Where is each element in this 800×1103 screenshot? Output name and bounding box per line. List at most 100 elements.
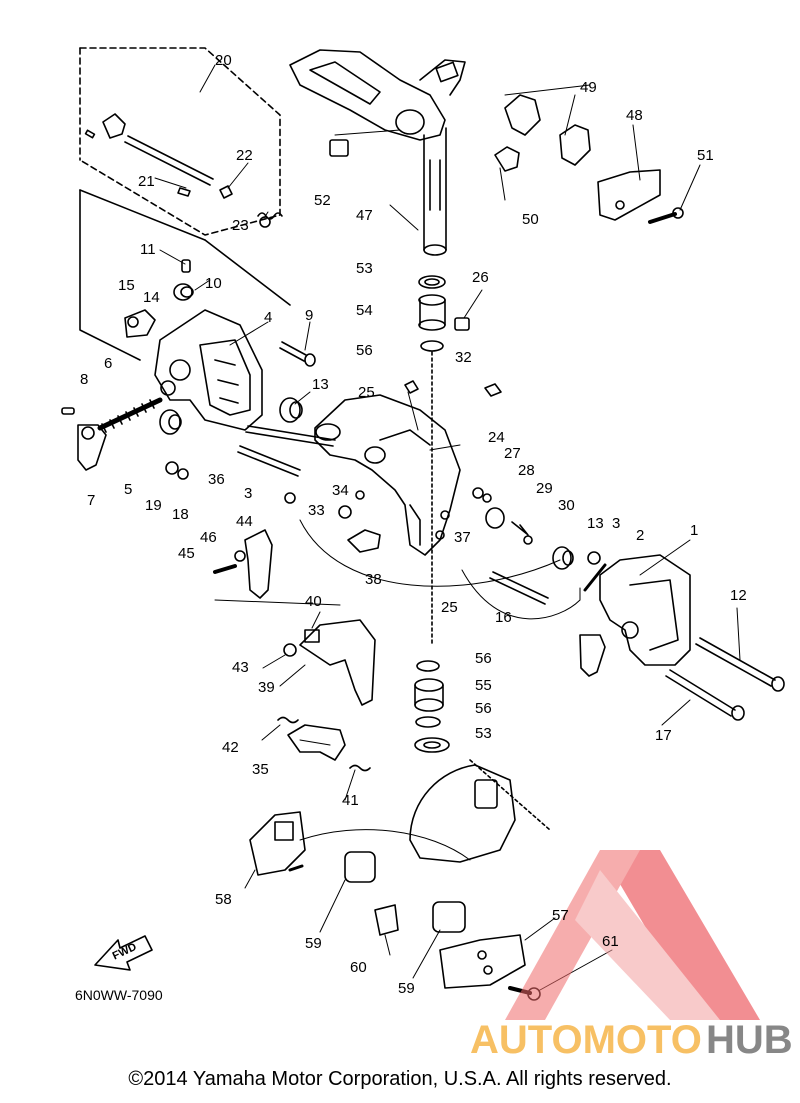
callout-52: 52 [314, 192, 331, 209]
callout-36: 36 [208, 471, 225, 488]
part-pin-22 [219, 185, 233, 199]
watermark-logo [505, 850, 760, 1020]
callout-12: 12 [730, 587, 747, 604]
part-pad-7 [77, 424, 107, 471]
callout-25b: 25 [441, 599, 458, 616]
callout-32: 32 [455, 349, 472, 366]
part-52 [329, 139, 349, 157]
callout-29: 29 [536, 480, 553, 497]
callout-28: 28 [518, 462, 535, 479]
part-bushing-13b [552, 546, 574, 570]
callout-19: 19 [145, 497, 162, 514]
part-clamp-bracket-1 [579, 554, 691, 677]
callout-59b: 59 [398, 980, 415, 997]
callout-labels: 1 2 3 3 4 5 6 7 8 9 10 11 12 13 13 14 15… [80, 52, 747, 997]
callout-30: 30 [558, 497, 575, 514]
callout-15: 15 [118, 277, 135, 294]
part-27-28-29-30 [472, 487, 533, 545]
part-clamp-bracket-4 [154, 309, 263, 431]
callout-6: 6 [104, 355, 112, 372]
callout-44: 44 [236, 513, 253, 530]
part-58 [249, 811, 306, 876]
callout-13: 13 [312, 376, 329, 393]
callout-34: 34 [332, 482, 349, 499]
callout-58: 58 [215, 891, 232, 908]
part-grip-49b [559, 124, 591, 166]
part-50 [494, 146, 520, 172]
callout-54: 54 [356, 302, 373, 319]
part-bolt-9 [279, 341, 316, 367]
part-cover-48 [597, 169, 661, 221]
part-cap-59a [344, 851, 376, 883]
callout-51: 51 [697, 147, 714, 164]
callout-25: 25 [358, 384, 375, 401]
callout-9: 9 [305, 307, 313, 324]
part-cap-59b [432, 901, 466, 933]
hose-dashes [214, 519, 581, 861]
part-55-56-53-lower [414, 660, 450, 753]
callout-5: 5 [124, 481, 132, 498]
part-5 [159, 409, 182, 435]
part-bolts-36 [237, 425, 336, 477]
part-bolt-12 [695, 637, 785, 692]
callout-33: 33 [308, 502, 325, 519]
callout-59: 59 [305, 935, 322, 952]
part-33-34-37 [338, 490, 450, 540]
part-35-42-41 [277, 716, 371, 772]
callout-13b: 13 [587, 515, 604, 532]
callout-42: 42 [222, 739, 239, 756]
callout-14: 14 [143, 289, 160, 306]
callout-41: 41 [342, 792, 359, 809]
callout-38: 38 [365, 571, 382, 588]
callout-56b: 56 [475, 650, 492, 667]
callout-7: 7 [87, 492, 95, 509]
callout-18: 18 [172, 506, 189, 523]
part-code: 6N0WW-7090 [75, 987, 163, 1003]
part-bushing-10 [173, 283, 194, 301]
callout-21: 21 [138, 173, 155, 190]
callout-60: 60 [350, 959, 367, 976]
part-shaft-21 [84, 113, 214, 197]
part-8 [61, 407, 75, 415]
callout-24: 24 [488, 429, 505, 446]
callout-56: 56 [356, 342, 373, 359]
callout-49: 49 [580, 79, 597, 96]
callout-11: 11 [140, 241, 156, 258]
part-25-32 [404, 380, 502, 397]
brand-right: HUB [706, 1018, 793, 1062]
part-38 [347, 529, 381, 553]
callout-20: 20 [215, 52, 232, 69]
callout-39: 39 [258, 679, 275, 696]
group-bracket-lines [79, 189, 291, 361]
callout-50: 50 [522, 211, 539, 228]
callout-16: 16 [495, 609, 512, 626]
callout-3: 3 [244, 485, 252, 502]
callout-48: 48 [626, 107, 643, 124]
callout-3b: 3 [612, 515, 620, 532]
callout-45: 45 [178, 545, 195, 562]
callout-22: 22 [236, 147, 253, 164]
part-39-40-43 [283, 619, 376, 706]
part-3 [284, 492, 601, 565]
callout-53: 53 [356, 260, 373, 277]
callout-4: 4 [264, 309, 272, 326]
part-pin-11 [181, 259, 191, 273]
callout-10: 10 [205, 275, 222, 292]
callout-61: 61 [602, 933, 619, 950]
callout-57: 57 [552, 907, 569, 924]
callout-53b: 53 [475, 725, 492, 742]
part-rod-16 [489, 571, 549, 605]
part-lower-housing [409, 759, 551, 863]
fwd-arrow-icon [94, 935, 153, 971]
part-bolt-51 [648, 207, 684, 224]
part-44-45-46 [213, 529, 273, 599]
part-60 [374, 904, 399, 936]
callout-43: 43 [232, 659, 249, 676]
part-2 [583, 563, 607, 592]
copyright-text: ©2014 Yamaha Motor Corporation, U.S.A. A… [128, 1068, 672, 1090]
callout-37: 37 [454, 529, 471, 546]
part-14-15 [124, 309, 156, 338]
callout-1: 1 [690, 522, 698, 539]
part-bolt-17 [665, 669, 745, 721]
